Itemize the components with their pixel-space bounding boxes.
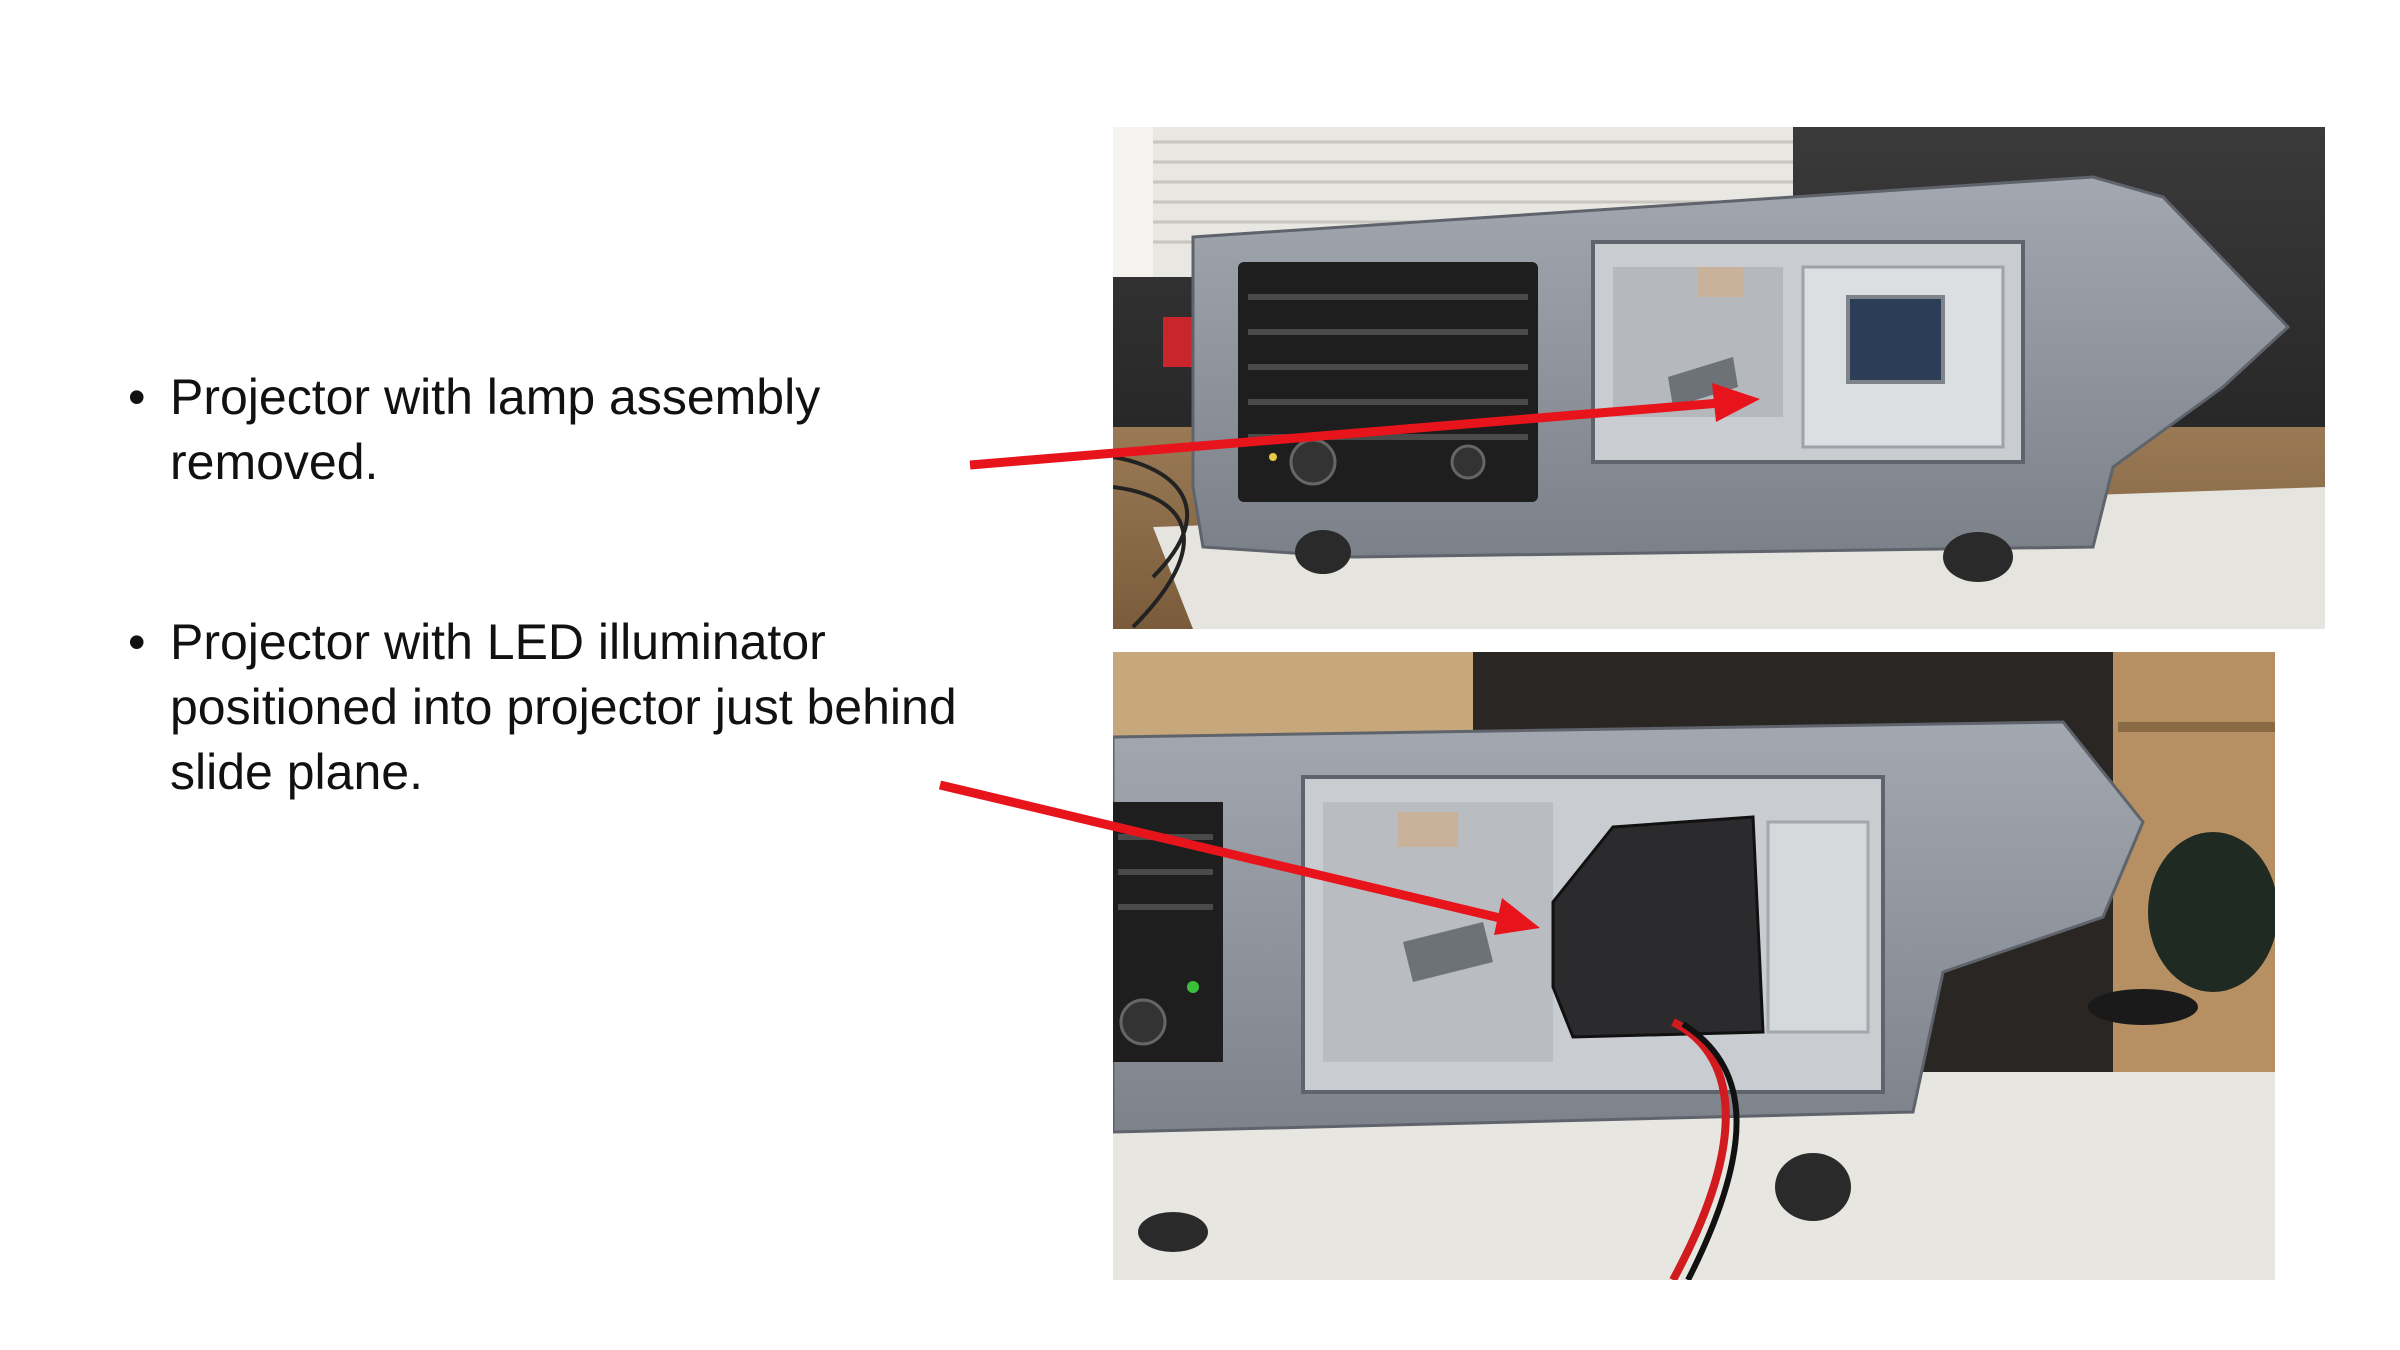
bullet-dot-icon: • [128,614,146,670]
bullet-list: • Projector with lamp assembly removed. … [120,365,980,805]
bullet-dot-icon: • [128,369,146,425]
projector-lamp-removed-photo [1113,127,2325,629]
bullet-item-lamp-removed: • Projector with lamp assembly removed. [120,365,980,495]
bullet-text: Projector with lamp assembly removed. [170,369,821,490]
bullet-item-led-illuminator: • Projector with LED illuminator positio… [120,610,980,805]
projector-led-illuminator-photo [1113,652,2275,1280]
bullet-text: Projector with LED illuminator positione… [170,614,957,800]
